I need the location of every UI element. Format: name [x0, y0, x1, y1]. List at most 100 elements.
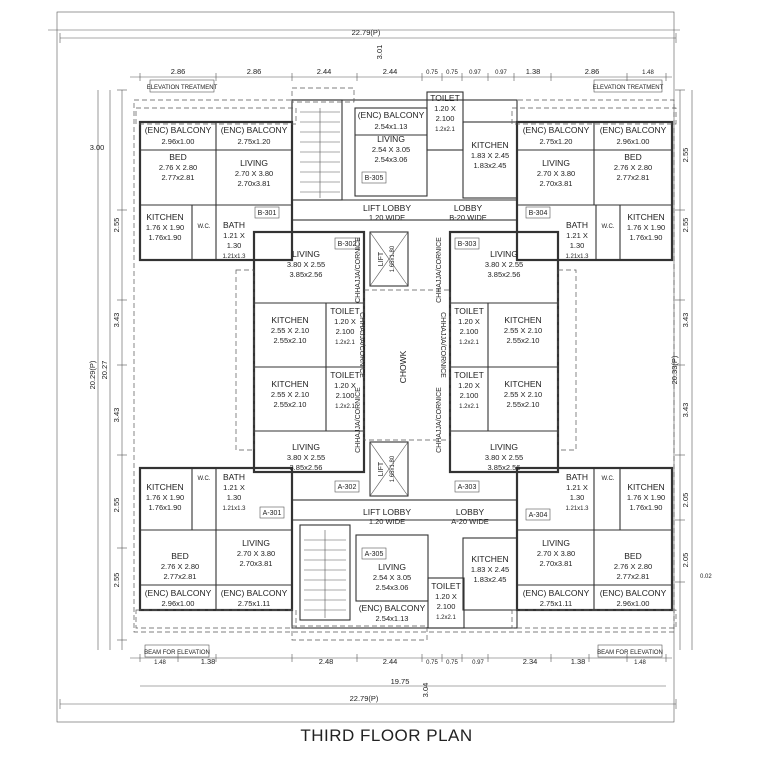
unit-tag-b304: B-304	[529, 210, 548, 217]
svg-text:2.100: 2.100	[437, 602, 456, 611]
room-br-living: LIVING	[542, 538, 570, 548]
room-tc-living: LIVING	[377, 134, 405, 144]
svg-text:2.54 X 3.05: 2.54 X 3.05	[373, 573, 411, 582]
svg-text:2.70x3.81: 2.70x3.81	[240, 559, 273, 568]
svg-text:1.20 X: 1.20 X	[334, 317, 356, 326]
chhajja-label-3: CHHAJJA/CORNICE	[358, 312, 365, 378]
svg-text:ELEVATION TREATMENT: ELEVATION TREATMENT	[593, 85, 664, 91]
unit-tag-b303: B-303	[458, 241, 477, 248]
right-dim-4: 2.05	[681, 493, 690, 508]
svg-text:2.54x3.06: 2.54x3.06	[375, 155, 408, 164]
left-dim-1: 2.55	[112, 218, 121, 233]
room-ml-toilet-2: TOILET	[330, 370, 360, 380]
svg-text:2.100: 2.100	[460, 391, 479, 400]
room-ml-kitchen: KITCHEN	[271, 315, 308, 325]
svg-text:1.2x2.1: 1.2x2.1	[335, 340, 355, 346]
svg-text:2.55 X 2.10: 2.55 X 2.10	[504, 326, 542, 335]
chhajja-label-1: CHHAJJA/CORNICE	[355, 237, 362, 303]
room-ml-living-2: LIVING	[292, 442, 320, 452]
svg-text:3.80 X 2.55: 3.80 X 2.55	[287, 260, 325, 269]
room-tr-kitchen: KITCHEN	[627, 212, 664, 222]
svg-text:1.2x2.1: 1.2x2.1	[335, 404, 355, 410]
svg-text:1.2x2.1: 1.2x2.1	[436, 615, 456, 621]
room-bc-balcony: (ENC) BALCONY	[359, 603, 426, 613]
chhajja-label-6: CHHAJJA/CORNICE	[436, 387, 443, 453]
right-dim-3: 3.43	[681, 403, 690, 418]
bottom-dim-8: 1.38	[571, 657, 586, 666]
bottom-inner-label: 19.75	[391, 677, 410, 686]
svg-text:1.65x1.80: 1.65x1.80	[390, 245, 396, 272]
chhajja-label-2: CHHAJJA/CORNICE	[436, 237, 443, 303]
top-dim-8: 1.38	[526, 67, 541, 76]
svg-text:2.55x2.10: 2.55x2.10	[507, 336, 540, 345]
room-tl-bed: BED	[169, 152, 186, 162]
right-offset-label: 0.02	[700, 574, 712, 580]
room-mr-living-2: LIVING	[490, 442, 518, 452]
bottom-total-label: 22.79(P)	[350, 694, 379, 703]
svg-text:1.30: 1.30	[570, 493, 585, 502]
chowk-label: CHOWK	[398, 350, 408, 383]
svg-text:2.54x3.06: 2.54x3.06	[376, 583, 409, 592]
room-bl-wc: W.C.	[198, 476, 211, 482]
unit-tag-b305: B-305	[365, 175, 384, 182]
svg-text:1.21x1.3: 1.21x1.3	[222, 506, 246, 512]
bottom-dim-2: 2.48	[319, 657, 334, 666]
svg-text:1.20 X: 1.20 X	[458, 317, 480, 326]
room-tc-balcony: (ENC) BALCONY	[358, 110, 425, 120]
svg-text:2.96x1.00: 2.96x1.00	[162, 137, 195, 146]
svg-text:2.76 X 2.80: 2.76 X 2.80	[161, 562, 199, 571]
room-mr-kitchen: KITCHEN	[504, 315, 541, 325]
svg-text:1.76 X 1.90: 1.76 X 1.90	[627, 223, 665, 232]
left-dim-4: 2.55	[112, 498, 121, 513]
svg-text:2.77x2.81: 2.77x2.81	[617, 572, 650, 581]
room-tl-living: LIVING	[240, 158, 268, 168]
svg-text:2.70 X 3.80: 2.70 X 3.80	[237, 549, 275, 558]
svg-text:BEAM FOR ELEVATION: BEAM FOR ELEVATION	[597, 650, 663, 656]
bottom-dim-4: 0.75	[426, 660, 438, 666]
room-tr-balcony-2: (ENC) BALCONY	[600, 125, 667, 135]
chhajja-label-5: CHHAJJA/CORNICE	[355, 387, 362, 453]
svg-text:1.65x1.80: 1.65x1.80	[390, 455, 396, 482]
svg-text:3.85x2.56: 3.85x2.56	[488, 270, 521, 279]
svg-text:3.80 X 2.55: 3.80 X 2.55	[287, 453, 325, 462]
svg-text:1.2x2.1: 1.2x2.1	[459, 340, 479, 346]
svg-text:1.20 X: 1.20 X	[334, 381, 356, 390]
bottom-dimension-chain: 1.48 1.38 2.48 2.44 0.75 0.75 0.97 2.34 …	[130, 654, 672, 666]
svg-text:2.70x3.81: 2.70x3.81	[540, 559, 573, 568]
svg-text:1.83x2.45: 1.83x2.45	[474, 161, 507, 170]
room-tl-wc: W.C.	[198, 224, 211, 230]
svg-text:A-20 WIDE: A-20 WIDE	[451, 517, 489, 526]
svg-text:2.100: 2.100	[460, 327, 479, 336]
right-total-label: 20.33(P)	[670, 355, 679, 384]
room-br-balcony: (ENC) BALCONY	[523, 588, 590, 598]
right-dimension-chain: 2.55 2.55 3.43 3.43 2.05 2.05 20.33(P) 0…	[670, 89, 712, 650]
left-dim-0: 3.00	[90, 143, 105, 152]
elevation-treatment-tl	[149, 79, 215, 93]
top-dim-5: 0.75	[446, 70, 458, 76]
room-tl-bath: BATH	[223, 220, 245, 230]
room-br-wc: W.C.	[602, 476, 615, 482]
svg-text:B-20 WIDE: B-20 WIDE	[449, 213, 487, 222]
top-dim-4: 0.75	[426, 70, 438, 76]
svg-text:2.70 X 3.80: 2.70 X 3.80	[235, 169, 273, 178]
bottom-center-label: 3.04	[421, 683, 430, 698]
svg-text:2.77x2.81: 2.77x2.81	[162, 173, 195, 182]
svg-text:1.76 X 1.90: 1.76 X 1.90	[146, 223, 184, 232]
room-br-kitchen: KITCHEN	[627, 482, 664, 492]
left-total-b: 20.29(P)	[88, 360, 97, 389]
bottom-dim-9: 1.48	[634, 660, 646, 666]
room-ml-living: LIVING	[292, 249, 320, 259]
svg-text:1.21 X: 1.21 X	[566, 483, 588, 492]
room-mr-toilet-2: TOILET	[454, 370, 484, 380]
svg-text:1.21x1.3: 1.21x1.3	[222, 254, 246, 260]
svg-text:2.75x1.20: 2.75x1.20	[540, 137, 573, 146]
room-br-bath: BATH	[566, 472, 588, 482]
svg-text:2.55 X 2.10: 2.55 X 2.10	[271, 326, 309, 335]
svg-text:2.55x2.10: 2.55x2.10	[274, 336, 307, 345]
svg-text:1.20 WIDE: 1.20 WIDE	[369, 213, 405, 222]
lobby-b: LOBBY	[454, 203, 483, 213]
top-dim-1: 2.86	[247, 67, 262, 76]
svg-text:2.55 X 2.10: 2.55 X 2.10	[504, 390, 542, 399]
svg-text:1.20 X: 1.20 X	[458, 381, 480, 390]
unit-tag-a301: A-301	[263, 510, 282, 517]
